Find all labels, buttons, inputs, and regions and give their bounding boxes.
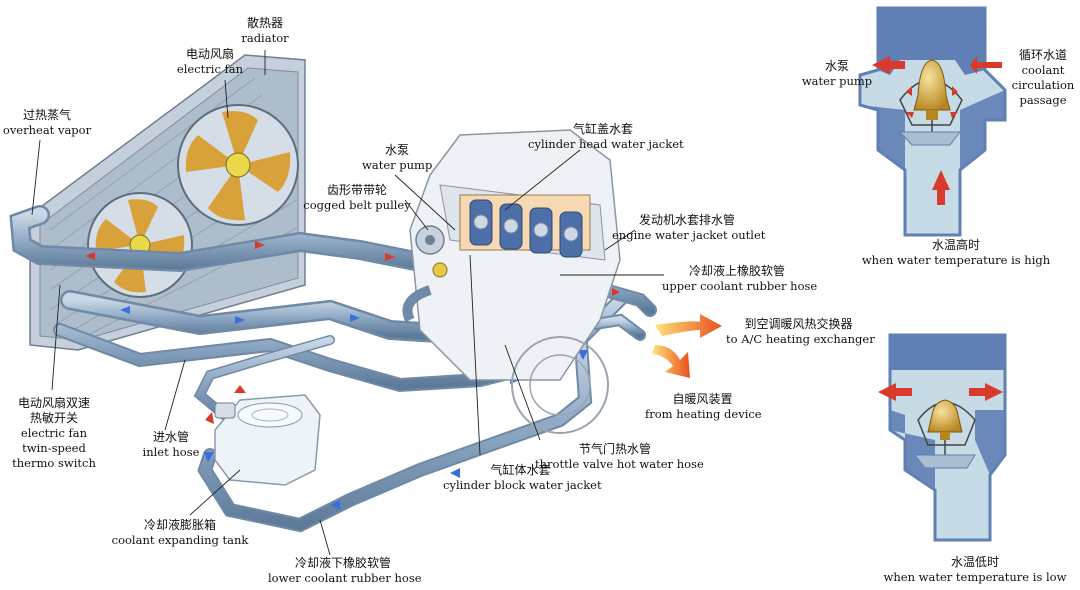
label-temp-low-zh: 水温低时: [950, 555, 999, 569]
label-lower-hose: 冷却液下橡胶软管 lower coolant rubber hose: [268, 556, 422, 586]
label-coolant-passage-en2: circulation: [1011, 78, 1075, 92]
label-temp-high-zh: 水温高时: [931, 238, 980, 252]
label-ac-exchanger-zh: 到空调暖风热交换器: [744, 317, 853, 331]
label-inlet-hose-zh: 进水管: [152, 430, 189, 444]
label-cogged-belt-pulley-en: cogged belt pulley: [303, 198, 411, 212]
label-water-pump-en: water pump: [362, 158, 433, 172]
electric-fan-upper: [177, 104, 299, 226]
flow-arrows: [85, 241, 620, 510]
label-expanding-tank-zh: 冷却液膨胀箱: [143, 518, 216, 532]
label-electric-fan: 电动风扇 electric fan: [170, 47, 250, 77]
label-cylinder-head-jacket: 气缸盖水套 cylinder head water jacket: [528, 122, 684, 152]
label-cogged-belt-pulley-zh: 齿形带带轮: [326, 183, 387, 197]
label-radiator: 散热器 radiator: [235, 16, 295, 46]
label-throttle-hose-zh: 节气门热水管: [578, 442, 651, 456]
label-thermo-switch-zh1: 电动风扇双速: [17, 396, 90, 410]
label-electric-fan-en: electric fan: [176, 62, 244, 76]
label-thermo-water-pump: 水泵 water pump: [800, 59, 874, 89]
label-thermo-switch-en3: thermo switch: [12, 456, 96, 470]
label-lower-hose-zh: 冷却液下橡胶软管: [294, 556, 391, 570]
heat-flow-arrows: [652, 314, 722, 378]
label-temp-low: 水温低时 when water temperature is low: [870, 555, 1080, 585]
label-thermo-water-pump-en: water pump: [801, 74, 873, 88]
label-cylinder-head-jacket-zh: 气缸盖水套: [572, 122, 633, 136]
label-temp-high: 水温高时 when water temperature is high: [856, 238, 1056, 268]
label-heating-device-zh: 自暖风装置: [672, 392, 733, 406]
label-ac-exchanger-en: to A/C heating exchanger: [726, 332, 875, 346]
label-block-jacket: 气缸体水套 cylinder block water jacket: [443, 463, 602, 493]
label-throttle-hose-en: throttle valve hot water hose: [535, 457, 704, 471]
leader-lines: [31, 50, 664, 556]
thermostat-high-panel: [858, 6, 1007, 237]
label-engine-jacket-outlet-zh: 发动机水套排水管: [638, 213, 735, 227]
label-throttle-hose: 节气门热水管 throttle valve hot water hose: [535, 442, 704, 472]
label-water-pump-zh: 水泵: [384, 143, 409, 157]
label-expanding-tank: 冷却液膨胀箱 coolant expanding tank: [110, 518, 250, 548]
label-engine-jacket-outlet: 发动机水套排水管 engine water jacket outlet: [612, 213, 766, 243]
label-thermo-switch-en2: twin-speed: [22, 441, 86, 455]
label-coolant-passage-en1: coolant: [1021, 63, 1065, 77]
label-upper-hose-zh: 冷却液上橡胶软管: [688, 264, 785, 278]
label-thermo-water-pump-zh: 水泵: [824, 59, 849, 73]
label-inlet-hose: 进水管 inlet hose: [136, 430, 206, 460]
label-cogged-belt-pulley: 齿形带带轮 cogged belt pulley: [302, 183, 412, 213]
label-expanding-tank-en: coolant expanding tank: [111, 533, 249, 547]
label-lower-hose-en: lower coolant rubber hose: [268, 571, 422, 585]
label-heating-device: 自暖风装置 from heating device: [645, 392, 762, 422]
label-block-jacket-zh: 气缸体水套: [490, 463, 551, 477]
label-overheat-vapor: 过热蒸气 overheat vapor: [2, 108, 92, 138]
label-upper-hose: 冷却液上橡胶软管 upper coolant rubber hose: [662, 264, 818, 294]
label-coolant-passage: 循环水道 coolant circulation passage: [1008, 48, 1078, 108]
label-temp-high-en: when water temperature is high: [861, 253, 1051, 267]
label-electric-fan-zh: 电动风扇: [185, 47, 234, 61]
label-engine-jacket-outlet-en: engine water jacket outlet: [612, 228, 766, 242]
coolant-expanding-tank: [205, 385, 321, 486]
electric-fan-lower: [87, 192, 193, 298]
thermostat-low-panel: [878, 333, 1007, 542]
label-upper-hose-en: upper coolant rubber hose: [662, 279, 818, 293]
label-coolant-passage-en3: passage: [1019, 93, 1067, 107]
label-radiator-en: radiator: [241, 31, 289, 45]
label-thermo-switch-en1: electric fan: [20, 426, 88, 440]
label-water-pump: 水泵 water pump: [362, 143, 432, 173]
engine-block: [402, 129, 621, 434]
label-overheat-vapor-zh: 过热蒸气: [22, 108, 71, 122]
label-radiator-zh: 散热器: [246, 16, 283, 30]
label-temp-low-en: when water temperature is low: [883, 570, 1067, 584]
label-thermo-switch-zh2: 热敏开关: [29, 411, 78, 425]
label-block-jacket-en: cylinder block water jacket: [443, 478, 602, 492]
label-heating-device-en: from heating device: [645, 407, 762, 421]
label-overheat-vapor-en: overheat vapor: [2, 123, 92, 137]
label-ac-exchanger: 到空调暖风热交换器 to A/C heating exchanger: [726, 317, 875, 347]
label-inlet-hose-en: inlet hose: [142, 445, 200, 459]
label-thermo-switch: 电动风扇双速 热敏开关 electric fan twin-speed ther…: [4, 396, 104, 471]
label-coolant-passage-zh: 循环水道: [1018, 48, 1067, 62]
label-cylinder-head-jacket-en: cylinder head water jacket: [528, 137, 684, 151]
